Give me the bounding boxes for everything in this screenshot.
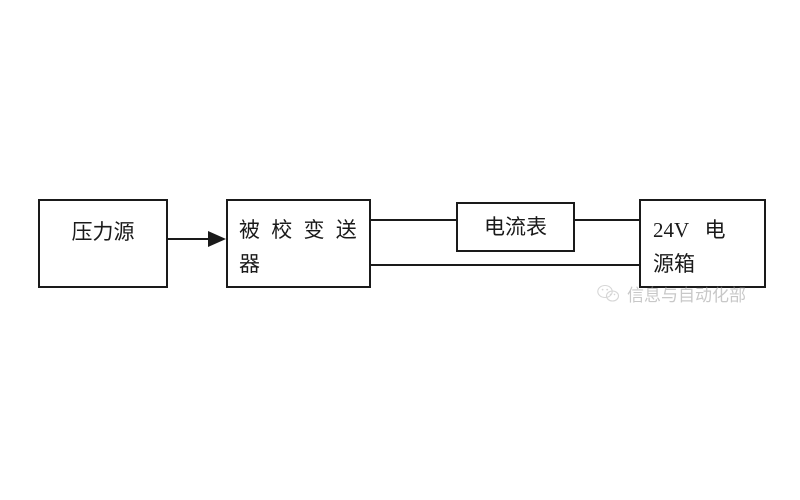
- block-ammeter-label: 电流表: [484, 215, 547, 239]
- arrow-head-icon: [208, 231, 226, 247]
- block-24v-power-supply: 24V 电 源箱: [639, 199, 766, 288]
- wechat-account-logo-icon: [597, 284, 620, 302]
- block-transmitter-under-calibration: 被 校 变 送 器: [226, 199, 371, 288]
- block-transmitter-under-calibration-label: 被 校 变 送 器: [239, 218, 360, 276]
- connector-source-to-transmitter: [168, 238, 216, 240]
- block-pressure-source: 压力源: [38, 199, 168, 288]
- block-24v-power-supply-label: 24V 电 源箱: [653, 218, 726, 276]
- connector-ammeter-to-power: [574, 219, 640, 221]
- block-pressure-source-label: 压力源: [71, 220, 135, 244]
- connector-transmitter-to-ammeter: [371, 219, 457, 221]
- block-ammeter: 电流表: [456, 202, 575, 252]
- connector-transmitter-to-power-return: [371, 264, 640, 266]
